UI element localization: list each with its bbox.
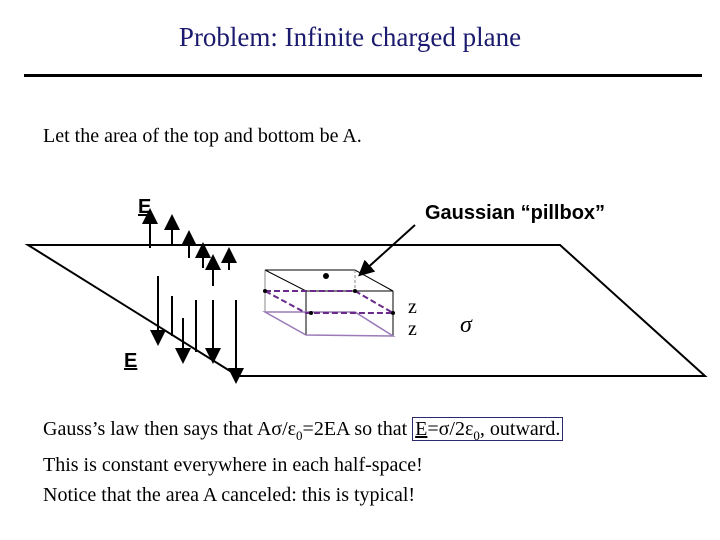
gaussian-pillbox: [262, 269, 397, 337]
pillbox-pointer: [358, 224, 416, 277]
z-top-label: z: [408, 296, 417, 318]
sigma-label: σ: [460, 312, 472, 338]
intro-text: Let the area of the top and bottom be A.: [43, 125, 362, 147]
e-bottom-label: E: [124, 350, 138, 372]
gauss-law-line: Gauss’s law then says that Aσ/ε0=2EA so …: [43, 417, 564, 444]
field-lines-up: [142, 208, 237, 286]
z-bottom-label: z: [408, 318, 417, 340]
e-top-label: E: [138, 196, 152, 218]
line2-text: This is constant everywhere in each half…: [43, 454, 423, 476]
field-lines-down: [150, 276, 244, 384]
slide-title: Problem: Infinite charged plane: [178, 22, 522, 52]
line3-text: Notice that the area A canceled: this is…: [43, 484, 416, 506]
pillbox-label: Gaussian “pillbox”: [425, 202, 606, 224]
title-rule: [24, 74, 702, 77]
charged-plane: [24, 244, 708, 377]
result-box: E=σ/2ε0, outward.: [412, 417, 564, 443]
